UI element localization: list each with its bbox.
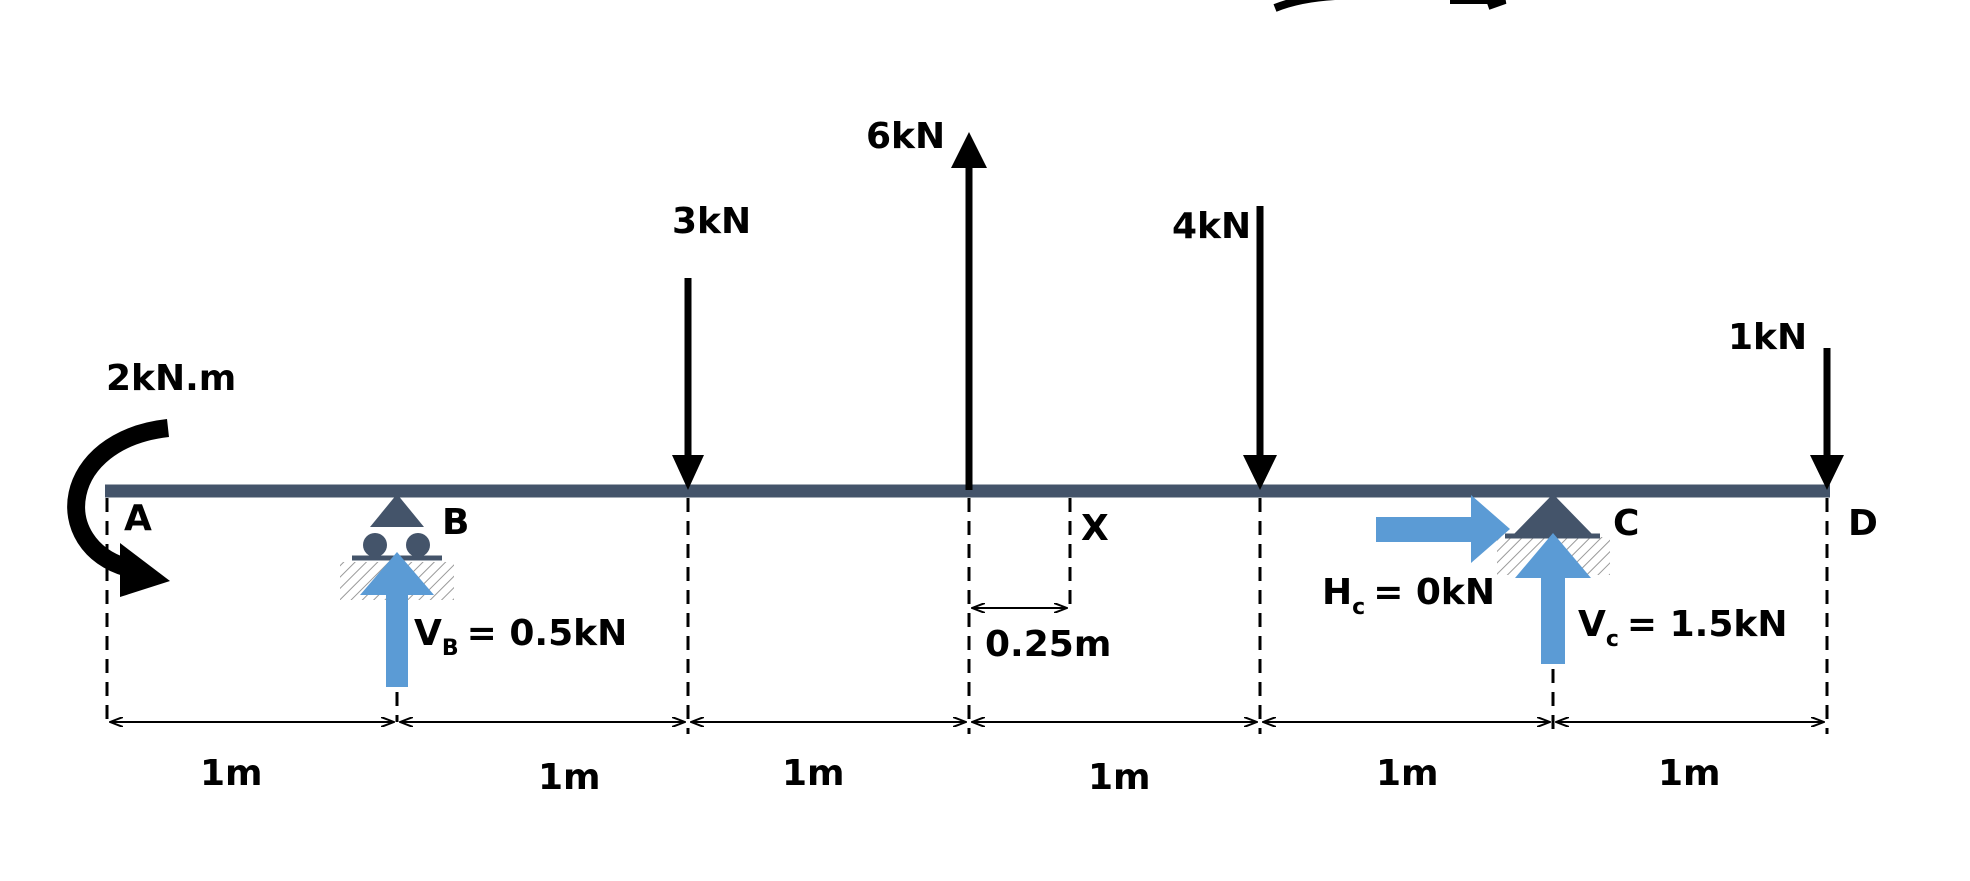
load-arrow-3kn bbox=[672, 278, 704, 490]
load-arrow-1kn bbox=[1810, 348, 1844, 490]
span-label-3kn-6kn: 1m bbox=[782, 753, 845, 794]
offset-label: 0.25m bbox=[985, 624, 1111, 665]
reaction-label-hc: Hc= 0kN bbox=[1322, 572, 1495, 620]
reaction-arrow-vc bbox=[1515, 533, 1591, 664]
load-label-4kn: 4kN bbox=[1172, 206, 1251, 247]
reaction-label-vb: VB= 0.5kN bbox=[414, 613, 627, 661]
cropped-stroke bbox=[1273, 0, 1507, 12]
point-label-x: X bbox=[1081, 508, 1109, 549]
load-label-1kn: 1kN bbox=[1728, 317, 1807, 358]
reference-lines bbox=[105, 498, 1829, 734]
load-label-6kn: 6kN bbox=[866, 116, 945, 157]
span-label-b-3kn: 1m bbox=[538, 757, 601, 798]
reaction-label-vc: Vc= 1.5kN bbox=[1578, 604, 1787, 652]
span-label-4kn-c: 1m bbox=[1376, 753, 1439, 794]
load-arrow-6kn bbox=[951, 132, 987, 490]
moment-label: 2kN.m bbox=[106, 358, 236, 399]
span-label-6kn-4kn: 1m bbox=[1088, 757, 1151, 798]
point-label-d: D bbox=[1848, 503, 1878, 544]
point-label-b: B bbox=[442, 502, 469, 543]
span-label-cd: 1m bbox=[1658, 753, 1721, 794]
reaction-arrow-hc bbox=[1376, 495, 1510, 563]
load-label-3kn: 3kN bbox=[672, 201, 751, 242]
load-arrow-4kn bbox=[1243, 206, 1277, 490]
point-label-a: A bbox=[124, 498, 152, 539]
span-label-ab: 1m bbox=[200, 753, 263, 794]
curved-moment-arrow-icon bbox=[67, 419, 170, 597]
reaction-arrow-vb bbox=[360, 552, 434, 687]
point-label-c: C bbox=[1613, 503, 1639, 544]
